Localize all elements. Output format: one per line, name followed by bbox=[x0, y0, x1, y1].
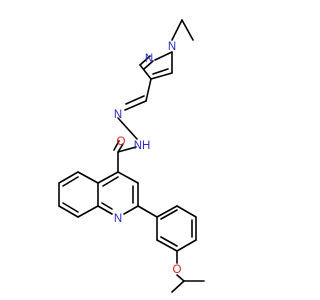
bond-p-c1-c2-inner bbox=[160, 209, 178, 220]
bond-p-c5-c6 bbox=[156, 239, 178, 252]
bond-q-c4a-c4 bbox=[97, 171, 119, 184]
bond-p-c2-c3 bbox=[176, 205, 197, 218]
bond-ch-n-double bbox=[124, 100, 147, 111]
bond-pyrazole-c5-c4-inner bbox=[152, 68, 169, 75]
bond-b-c7-c8-inner bbox=[62, 202, 79, 213]
bond-pyrazole-c4-c3 bbox=[139, 64, 152, 80]
bond-p-c1-c2 bbox=[156, 205, 178, 218]
bond-pyrazole-c3-n2-inner bbox=[143, 60, 154, 70]
bond-pyrazole-c5-c4 bbox=[150, 72, 173, 80]
bond-q-c4-c3 bbox=[117, 171, 139, 184]
bond-b-c8-c8a bbox=[77, 205, 99, 218]
bond-q-n-c8a-inner bbox=[101, 202, 113, 210]
atom-o-carbonyl-label: O bbox=[117, 136, 126, 148]
bond-p-c5-c6-inner bbox=[160, 236, 178, 247]
bond-c-o-double-2 bbox=[113, 140, 120, 151]
bond-b-c4a-c5 bbox=[77, 171, 99, 184]
bond-c-o-double bbox=[117, 143, 124, 153]
bond-p-c4-c5 bbox=[176, 239, 197, 252]
bond-b-c5-c6-inner bbox=[62, 176, 79, 187]
bond-ethyl-ch3 bbox=[181, 19, 194, 41]
molecule-canvas: N N N NH O N O bbox=[58, 19, 205, 293]
bond-nh-carbonyl bbox=[117, 146, 137, 153]
bond-pyrazole-ch bbox=[145, 78, 152, 102]
bond-quinoline-phenyl bbox=[137, 205, 158, 218]
atom-nh-amide-label: NH bbox=[134, 140, 151, 152]
bond-pyrazole-c3-n2 bbox=[139, 55, 151, 66]
bond-pyrazole-n1-n2 bbox=[154, 51, 173, 61]
bond-b-c5-c6 bbox=[58, 171, 79, 184]
structure-diagram: N N N NH O N O bbox=[58, 19, 205, 293]
atom-n-hydrazone-label: N bbox=[114, 109, 122, 121]
bond-b-c7-c8 bbox=[58, 205, 79, 218]
bond-ch-ch3-a bbox=[171, 280, 185, 293]
bond-q-c4a-c4-inner bbox=[102, 176, 119, 187]
bond-q-c2-n bbox=[123, 205, 139, 215]
bond-o-ch bbox=[176, 274, 185, 282]
bond-ch-n-double-2 bbox=[125, 95, 145, 105]
bond-n-nh bbox=[117, 117, 138, 140]
atom-n2-pyrazole-label: N bbox=[145, 53, 153, 65]
bond-ethyl-n bbox=[171, 19, 183, 41]
atom-n1-pyrazole-label: N bbox=[168, 41, 176, 53]
bond-q-n-c8a bbox=[97, 205, 113, 215]
atom-n-quinoline-label: N bbox=[114, 213, 122, 225]
atom-o-ether-label: O bbox=[173, 264, 182, 276]
